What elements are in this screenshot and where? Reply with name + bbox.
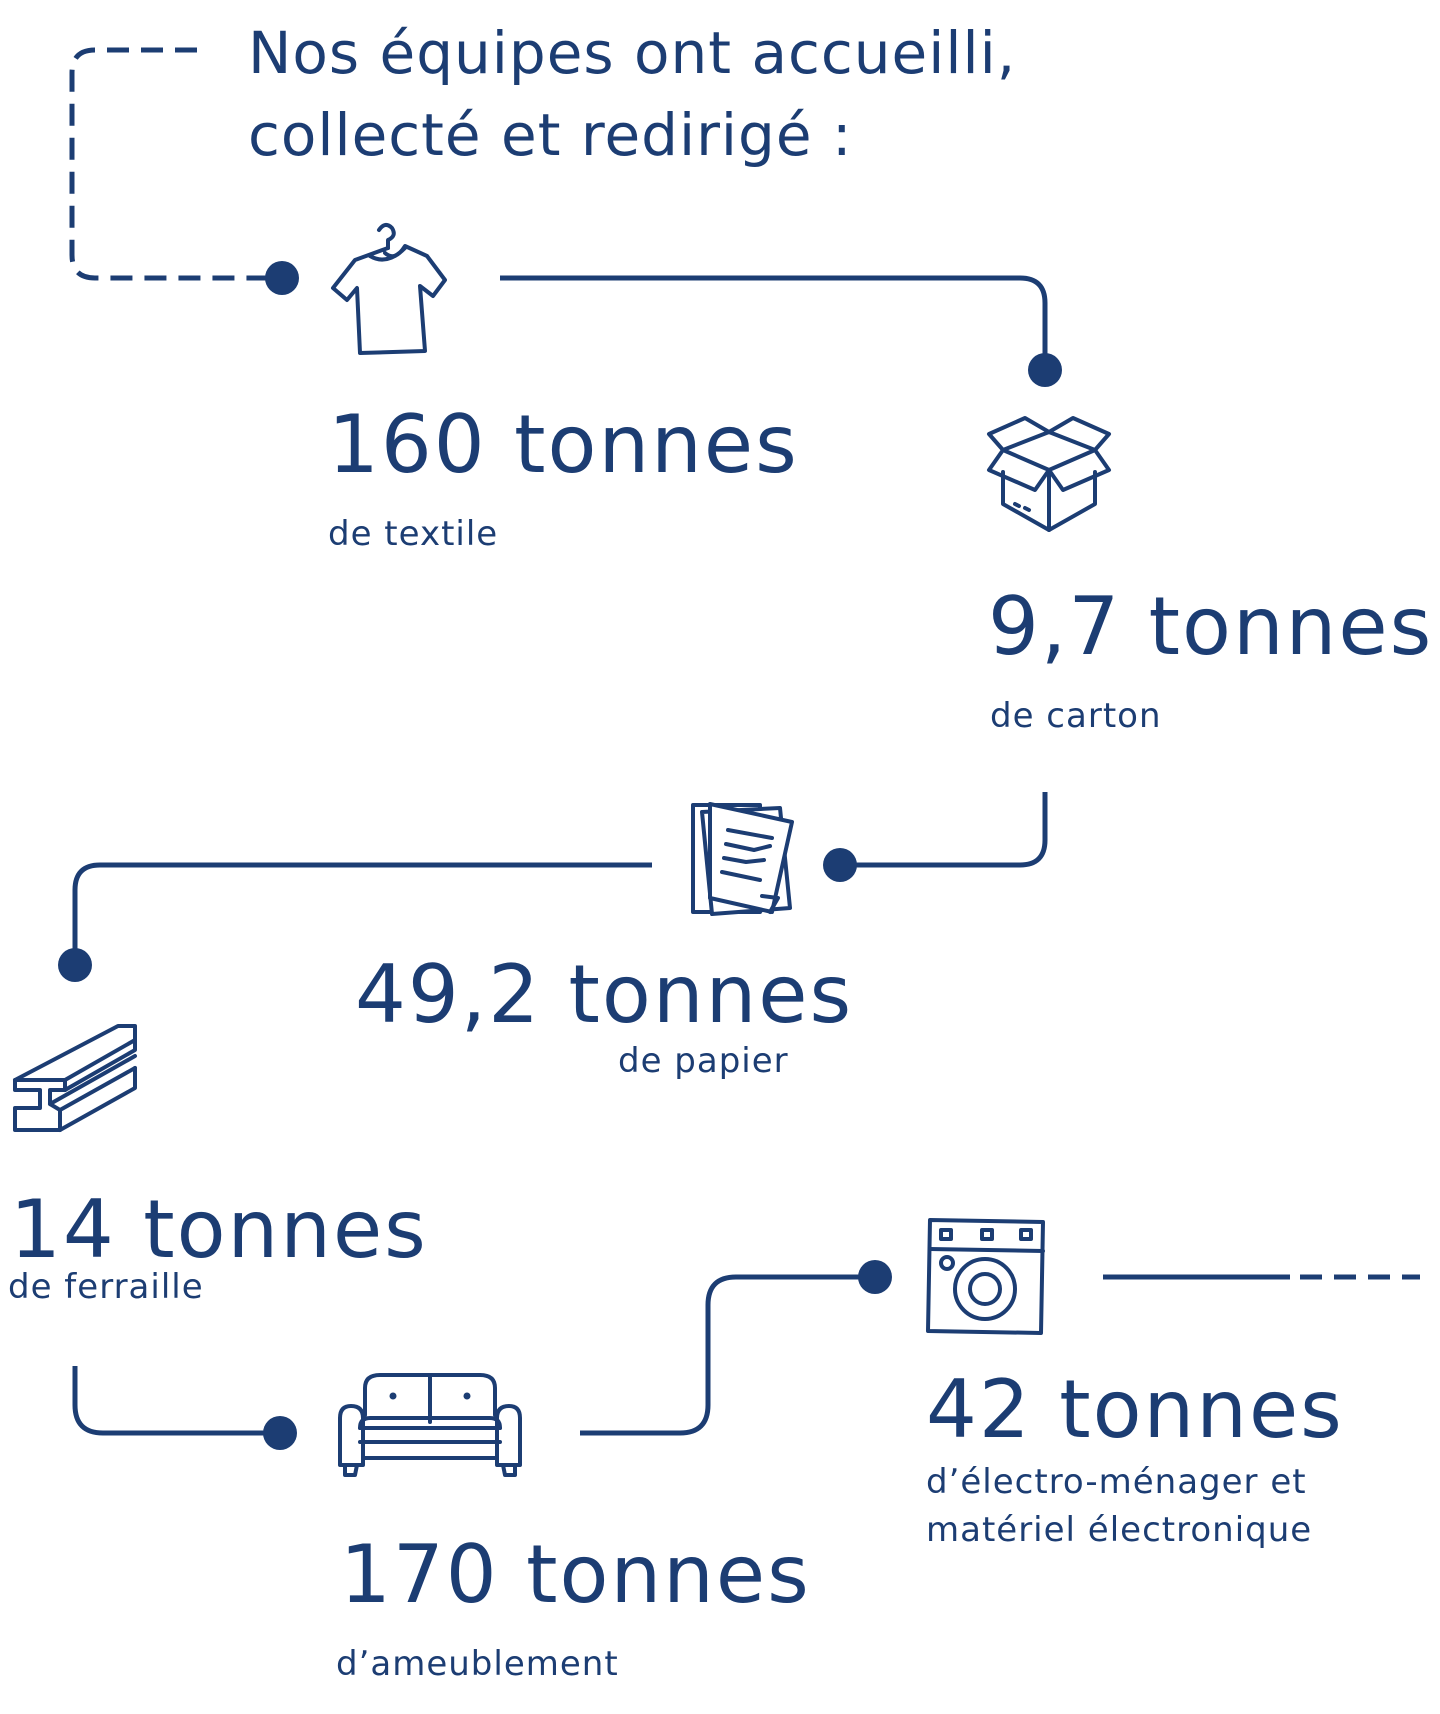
washing-machine-icon xyxy=(926,1218,1045,1335)
title-line-1: Nos équipes ont accueilli, xyxy=(248,19,1017,87)
papers-icon xyxy=(691,802,794,916)
item-label-ameublement: d’ameublement xyxy=(336,1644,619,1684)
item-label-electro-line-2: matériel électronique xyxy=(926,1510,1313,1550)
item-amount-textile: 160 tonnes xyxy=(328,398,799,491)
item-label-electro-line-1: d’électro-ménager et xyxy=(926,1462,1307,1502)
item-label-carton: de carton xyxy=(990,696,1162,736)
item-amount-carton: 9,7 tonnes xyxy=(988,580,1434,673)
box-icon xyxy=(987,416,1111,532)
title-line-2: collecté et redirigé : xyxy=(248,101,853,169)
item-amount-electro: 42 tonnes xyxy=(926,1363,1344,1456)
item-amount-ameublement: 170 tonnes xyxy=(340,1528,811,1621)
item-amount-papier: 49,2 tonnes xyxy=(355,948,854,1041)
item-amount-ferraille: 14 tonnes xyxy=(10,1183,428,1276)
tshirt-icon xyxy=(331,223,447,355)
item-label-ferraille: de ferraille xyxy=(8,1267,204,1307)
sofa-icon xyxy=(338,1373,522,1477)
page-title: Nos équipes ont accueilli, collecté et r… xyxy=(248,12,1016,176)
item-label-papier: de papier xyxy=(618,1041,789,1081)
steel-beam-icon xyxy=(13,1024,137,1132)
item-label-textile: de textile xyxy=(328,514,499,554)
